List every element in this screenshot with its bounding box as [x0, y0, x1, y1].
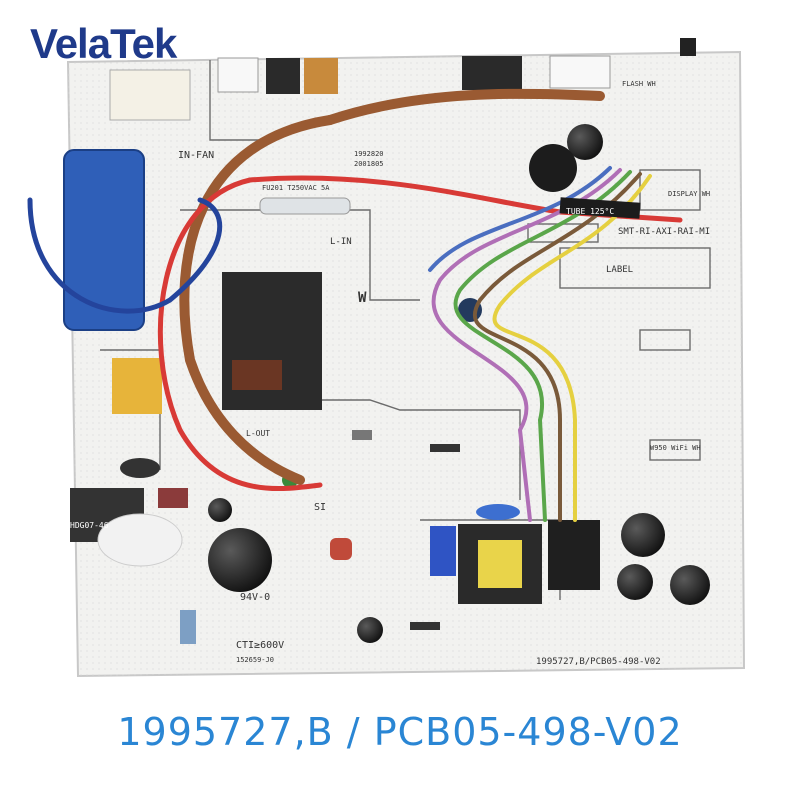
buzzer — [529, 144, 577, 192]
silk-flash: FLASH WH — [622, 80, 656, 88]
silk-display: DISPLAY WH — [668, 190, 710, 198]
silk-w: W — [358, 290, 367, 306]
silk-tube: TUBE 125°C — [566, 207, 614, 216]
silk-in-fan: IN-FAN — [178, 150, 214, 161]
silk-cti: CTI≥600V — [236, 640, 284, 651]
top-connectors — [109, 38, 696, 121]
silk-date-code: 152659-J0 — [236, 656, 274, 664]
electrolytic-capacitors — [208, 124, 710, 643]
silk-sticker-1: 1992820 — [354, 150, 384, 158]
part-number-caption: 1995727,B / PCB05-498-V02 — [117, 710, 683, 754]
silk-rating: 94V-0 — [240, 592, 270, 603]
silk-l-out: L-OUT — [246, 429, 270, 438]
silk-label-box: LABEL — [606, 265, 633, 275]
silk-sticker-2: 2001805 — [354, 160, 384, 168]
silk-l-in: L-IN — [330, 237, 352, 247]
silk-inductor: HDG07-46 — [70, 521, 109, 530]
wiring-harness — [27, 88, 683, 522]
fan-capacitor — [63, 149, 145, 331]
silk-si: SI — [314, 502, 326, 513]
fuse — [259, 197, 351, 215]
pcb-photo: IN-FAN FU201 T250VAC 5A L-IN W SMT-RI-AX… — [27, 38, 746, 678]
signal-connector — [548, 520, 600, 590]
brand-logo: VelaTek — [30, 20, 177, 67]
x-capacitor — [112, 358, 162, 414]
silkscreen-text: IN-FAN FU201 T250VAC 5A L-IN W SMT-RI-AX… — [70, 80, 710, 667]
silk-wifi: W950 WiFi WH — [650, 444, 701, 452]
silk-board-id: 1995727,B/PCB05-498-V02 — [536, 657, 661, 667]
pcb-board-illustration: IN-FAN FU201 T250VAC 5A L-IN W SMT-RI-AX… — [27, 38, 746, 678]
silk-fuse: FU201 T250VAC 5A — [262, 184, 330, 192]
silk-model-series: SMT-RI-AXI-RAI-MI — [618, 227, 710, 237]
